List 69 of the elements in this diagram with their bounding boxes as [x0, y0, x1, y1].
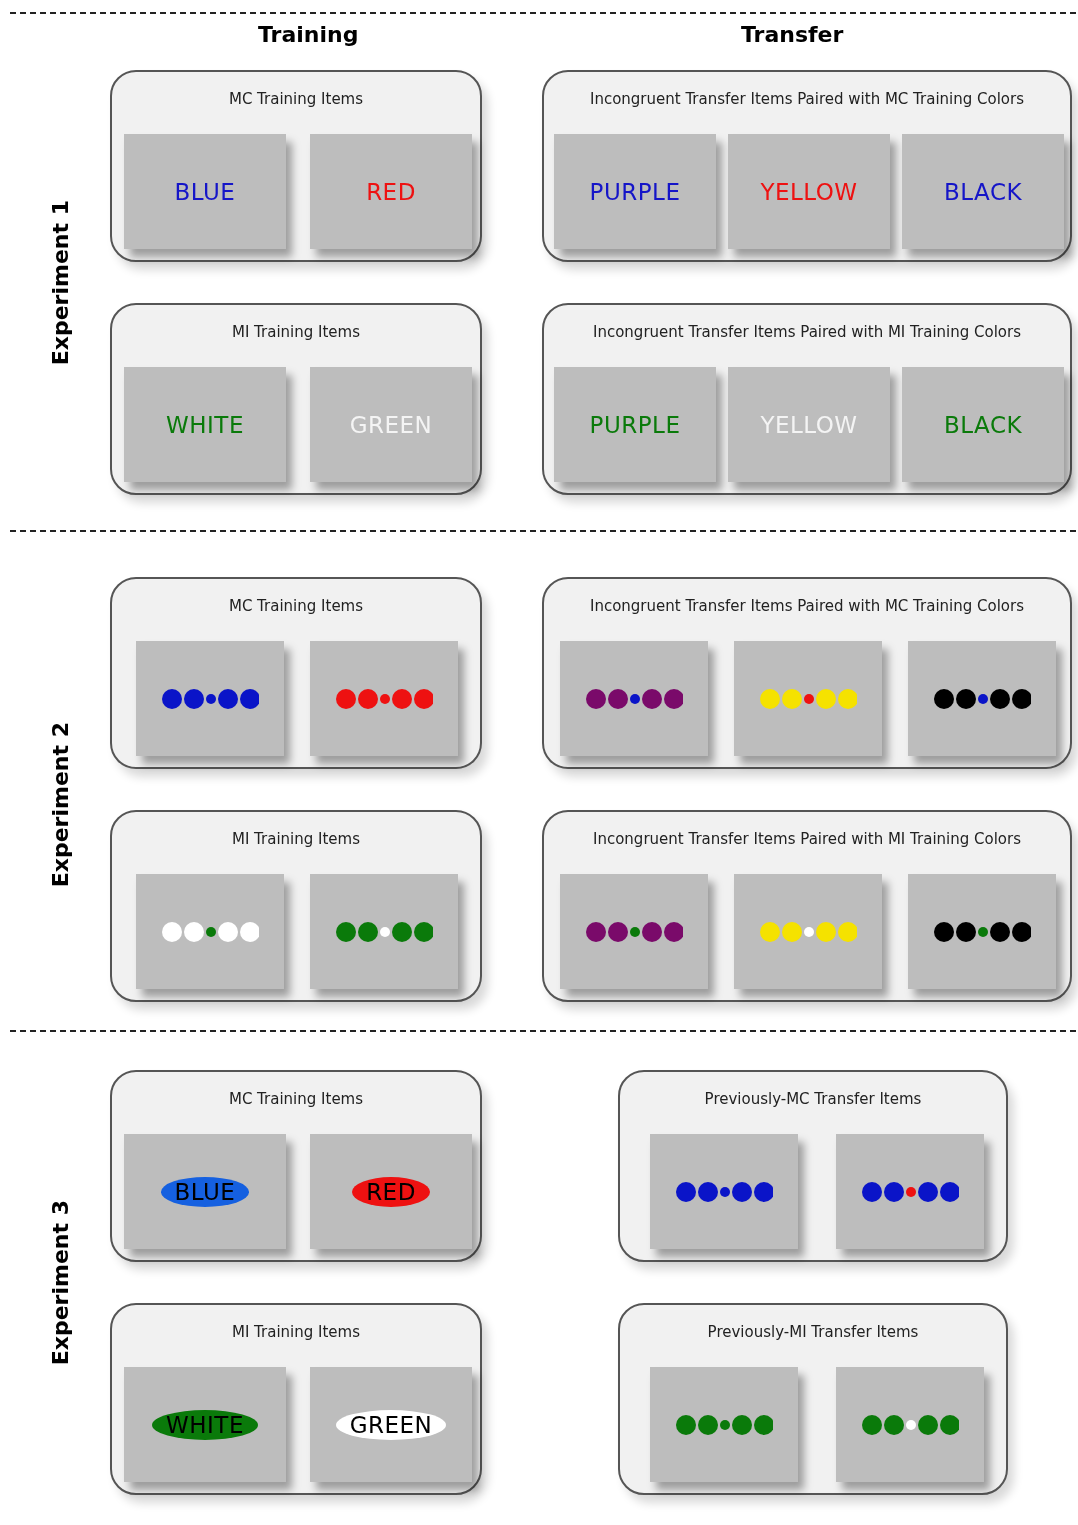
item-panel	[110, 70, 482, 262]
color-word: WHITE	[166, 411, 244, 438]
panel-title: MI Training Items	[231, 830, 361, 848]
panel-title: Incongruent Transfer Items Paired with MC Training Colors	[589, 597, 1025, 615]
stimulus-card	[310, 134, 472, 249]
panel-title: MC Training Items	[228, 90, 364, 108]
stimulus-card	[650, 1367, 798, 1482]
stimulus-card	[124, 1134, 286, 1249]
item-panel	[618, 1303, 1008, 1495]
color-word: BLACK	[943, 411, 1023, 438]
panel-title: MC Training Items	[228, 1090, 364, 1108]
stimulus-card	[902, 367, 1064, 482]
row-heading: Experiment 2	[48, 722, 73, 888]
column-heading: Training	[258, 22, 359, 47]
column-heading: Transfer	[741, 22, 844, 47]
stimulus-card	[310, 1367, 472, 1482]
row-heading: Experiment 1	[48, 200, 73, 366]
color-word: BLUE	[174, 178, 236, 205]
stimulus-card	[124, 1367, 286, 1482]
stimulus-card	[836, 1134, 984, 1249]
panel-title: MI Training Items	[231, 1323, 361, 1341]
stimulus-card	[124, 134, 286, 249]
stimulus-card	[310, 1134, 472, 1249]
stimulus-card	[554, 134, 716, 249]
panel-title: MI Training Items	[231, 323, 361, 341]
oval-color-word: RED	[352, 1176, 430, 1207]
stimulus-card	[136, 874, 284, 989]
item-panel	[542, 303, 1072, 495]
color-word: PURPLE	[589, 178, 681, 205]
stimulus-card	[124, 367, 286, 482]
item-panel	[542, 810, 1072, 1002]
stimulus-card	[554, 367, 716, 482]
stimulus-card	[650, 1134, 798, 1249]
item-panel	[542, 70, 1072, 262]
stimulus-card	[136, 641, 284, 756]
stimulus-card	[728, 367, 890, 482]
panel-title: Previously-MI Transfer Items	[707, 1323, 919, 1341]
color-word: RED	[366, 178, 416, 205]
row-heading: Experiment 3	[48, 1200, 73, 1366]
oval-color-word: BLUE	[160, 1176, 250, 1207]
panel-title: MC Training Items	[228, 597, 364, 615]
stimulus-card	[734, 641, 882, 756]
stimulus-card	[836, 1367, 984, 1482]
item-panel	[110, 1070, 482, 1262]
oval-color-word: GREEN	[335, 1409, 447, 1440]
stimulus-card	[310, 874, 458, 989]
stimulus-card	[728, 134, 890, 249]
color-word: BLACK	[943, 178, 1023, 205]
item-panel	[110, 577, 482, 769]
oval-color-word: WHITE	[152, 1409, 258, 1440]
stimulus-card	[908, 874, 1056, 989]
panel-title: Incongruent Transfer Items Paired with MI Training Colors	[593, 830, 1021, 848]
stimulus-card	[902, 134, 1064, 249]
panel-title: Incongruent Transfer Items Paired with MC Training Colors	[589, 90, 1025, 108]
color-word: YELLOW	[760, 178, 858, 205]
panel-title: Previously-MC Transfer Items	[704, 1090, 922, 1108]
stimulus-card	[310, 641, 458, 756]
item-panel	[110, 1303, 482, 1495]
stimulus-card	[734, 874, 882, 989]
stimulus-card	[560, 874, 708, 989]
item-panel	[618, 1070, 1008, 1262]
item-panel	[110, 810, 482, 1002]
color-word: PURPLE	[589, 411, 681, 438]
item-panel	[542, 577, 1072, 769]
panel-title: Incongruent Transfer Items Paired with MI Training Colors	[593, 323, 1021, 341]
stimulus-card	[560, 641, 708, 756]
item-panel	[110, 303, 482, 495]
stimulus-card	[310, 367, 472, 482]
stimulus-card	[908, 641, 1056, 756]
